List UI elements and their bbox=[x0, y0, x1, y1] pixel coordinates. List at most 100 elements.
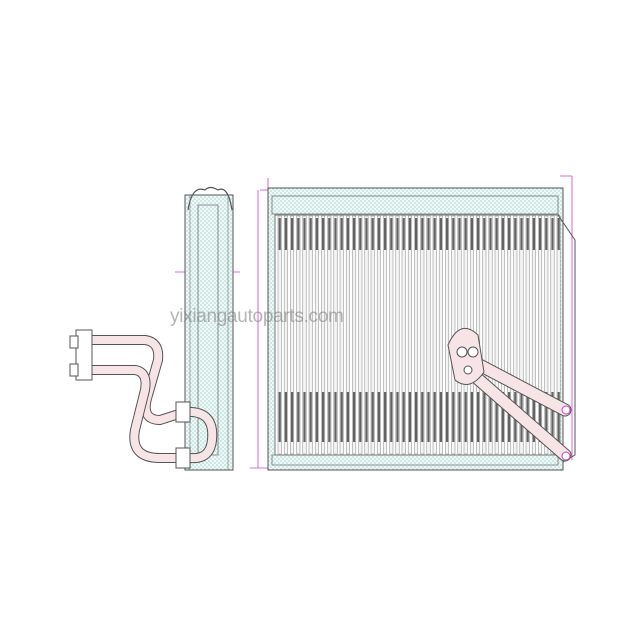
fin-dark-band bbox=[470, 392, 473, 442]
fin-dark-band bbox=[297, 218, 300, 250]
fin-dark-band bbox=[371, 392, 374, 442]
tube bbox=[321, 215, 326, 455]
fin-dark-band bbox=[489, 218, 492, 250]
tube bbox=[538, 215, 543, 455]
fin-dark-band bbox=[483, 218, 486, 250]
tube bbox=[339, 215, 344, 455]
fin-dark-band bbox=[408, 218, 411, 250]
tube bbox=[302, 215, 307, 455]
fin-dark-band bbox=[377, 218, 380, 250]
fin-dark-band bbox=[365, 392, 368, 442]
fin-dark-band bbox=[501, 218, 504, 250]
fin-dark-band bbox=[470, 218, 473, 250]
fin-dark-band bbox=[390, 392, 393, 442]
tube bbox=[376, 215, 381, 455]
fin-dark-band bbox=[359, 392, 362, 442]
fin-dark-band bbox=[452, 392, 455, 442]
fin-dark-band bbox=[346, 392, 349, 442]
fin-dark-band bbox=[526, 218, 529, 250]
tube bbox=[438, 215, 443, 455]
fin-dark-band bbox=[458, 392, 461, 442]
fin-dark-band bbox=[545, 392, 548, 442]
tube bbox=[432, 215, 437, 455]
fin-dark-band bbox=[514, 218, 517, 250]
tube bbox=[364, 215, 369, 455]
fin-dark-band bbox=[545, 218, 548, 250]
tube bbox=[426, 215, 431, 455]
fin-dark-band bbox=[495, 392, 498, 442]
tube bbox=[308, 215, 313, 455]
fin-dark-band bbox=[551, 218, 554, 250]
tube bbox=[277, 215, 282, 455]
fin-dark-band bbox=[278, 392, 281, 442]
fin-dark-band bbox=[315, 218, 318, 250]
tube bbox=[314, 215, 319, 455]
fin-dark-band bbox=[477, 218, 480, 250]
tube bbox=[414, 215, 419, 455]
fin-dark-band bbox=[334, 392, 337, 442]
fin-dark-band bbox=[402, 218, 405, 250]
fin-dark-band bbox=[303, 218, 306, 250]
fin-dark-band bbox=[315, 392, 318, 442]
fin-dark-band bbox=[508, 392, 511, 442]
tube bbox=[370, 215, 375, 455]
fin-dark-band bbox=[309, 218, 312, 250]
tube bbox=[395, 215, 400, 455]
fin-dark-band bbox=[334, 218, 337, 250]
fin-dark-band bbox=[439, 392, 442, 442]
tube bbox=[283, 215, 288, 455]
tube bbox=[531, 215, 536, 455]
fin-dark-band bbox=[353, 218, 356, 250]
tube bbox=[519, 215, 524, 455]
fin-dark-band bbox=[291, 218, 294, 250]
fin-dark-band bbox=[377, 392, 380, 442]
fin-dark-band bbox=[322, 218, 325, 250]
fin-dark-band bbox=[322, 392, 325, 442]
fin-dark-band bbox=[520, 218, 523, 250]
fin-dark-band bbox=[408, 392, 411, 442]
fin-dark-band bbox=[551, 392, 554, 442]
tube bbox=[290, 215, 295, 455]
fin-dark-band bbox=[483, 392, 486, 442]
fin-dark-band bbox=[340, 218, 343, 250]
fin-dark-band bbox=[402, 392, 405, 442]
fin-dark-band bbox=[346, 218, 349, 250]
tube bbox=[544, 215, 549, 455]
evaporator-core bbox=[267, 187, 576, 471]
fin-dark-band bbox=[303, 392, 306, 442]
tube bbox=[445, 215, 450, 455]
tube bbox=[550, 215, 555, 455]
fin-dark-band bbox=[291, 392, 294, 442]
fin-dark-band bbox=[557, 392, 560, 442]
fin-dark-band bbox=[371, 218, 374, 250]
fin-dark-band bbox=[284, 392, 287, 442]
tube bbox=[525, 215, 530, 455]
fin-dark-band bbox=[464, 392, 467, 442]
tube bbox=[383, 215, 388, 455]
tube bbox=[389, 215, 394, 455]
fin-dark-band bbox=[359, 218, 362, 250]
fin-dark-band bbox=[396, 218, 399, 250]
tube bbox=[482, 215, 487, 455]
fin-dark-band bbox=[501, 392, 504, 442]
fin-dark-band bbox=[489, 392, 492, 442]
fin-dark-band bbox=[421, 218, 424, 250]
fin-dark-band bbox=[390, 218, 393, 250]
fin-dark-band bbox=[458, 218, 461, 250]
tube bbox=[352, 215, 357, 455]
fin-dark-band bbox=[421, 392, 424, 442]
fin-dark-band bbox=[532, 392, 535, 442]
tube bbox=[507, 215, 512, 455]
tube bbox=[401, 215, 406, 455]
tube bbox=[345, 215, 350, 455]
fin-dark-band bbox=[384, 392, 387, 442]
fin-dark-band bbox=[396, 392, 399, 442]
tube bbox=[358, 215, 363, 455]
watermark: yixiangautoparts.com bbox=[170, 306, 344, 327]
fin-dark-band bbox=[384, 218, 387, 250]
tube bbox=[494, 215, 499, 455]
expansion-valve-bracket bbox=[447, 327, 572, 462]
fin-dark-band bbox=[446, 392, 449, 442]
fin-dark-band bbox=[328, 392, 331, 442]
